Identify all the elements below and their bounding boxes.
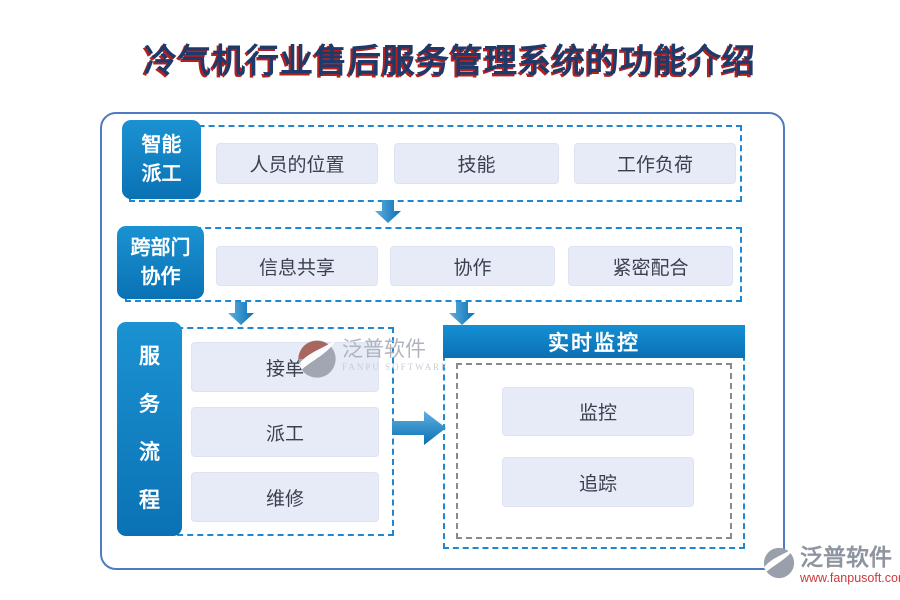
item-receive-order: 接单 <box>191 342 379 392</box>
item-personnel-location: 人员的位置 <box>216 143 378 184</box>
smart-dispatch-label-line2: 派工 <box>141 162 182 185</box>
watermark-center: 泛普软件 FANPU SOFTWARE <box>296 337 449 380</box>
service-flow-char3: 流 <box>139 440 160 464</box>
down-arrow-icon <box>375 200 401 223</box>
item-info-sharing: 信息共享 <box>216 246 378 286</box>
down-arrow-icon <box>449 302 475 325</box>
watermark-corner-name: 泛普软件 <box>800 545 892 570</box>
watermark-center-subtitle: FANPU SOFTWARE <box>342 362 449 373</box>
item-close-coordination: 紧密配合 <box>568 246 733 286</box>
watermark-corner-url: www.fanpusoft.com <box>800 571 900 586</box>
item-skill: 技能 <box>394 143 559 184</box>
item-workload: 工作负荷 <box>574 143 736 184</box>
down-arrow-icon <box>228 302 254 325</box>
smart-dispatch-label: 智能 派工 <box>122 120 201 199</box>
cross-dept-label-line2: 协作 <box>140 265 181 288</box>
smart-dispatch-label-line1: 智能 <box>141 133 182 156</box>
service-flow-char4: 程 <box>139 487 160 512</box>
service-flow-label: 服 务 流 程 <box>117 322 182 536</box>
monitoring-header: 实时监控 <box>443 325 745 358</box>
right-arrow-icon <box>392 411 446 445</box>
item-dispatch: 派工 <box>191 407 379 457</box>
service-flow-char2: 务 <box>139 392 160 417</box>
cross-dept-label-line1: 跨部门 <box>130 236 191 259</box>
item-repair: 维修 <box>191 472 379 522</box>
item-monitor: 监控 <box>502 387 694 436</box>
item-collaboration: 协作 <box>390 246 555 286</box>
item-track: 追踪 <box>502 457 694 507</box>
fanpu-logo-icon <box>298 339 337 378</box>
cross-dept-label: 跨部门 协作 <box>117 226 204 299</box>
watermark-center-name: 泛普软件 <box>342 337 426 361</box>
watermark-corner: 泛普软件 www.fanpusoft.com <box>762 545 900 586</box>
service-flow-char1: 服 <box>139 344 160 369</box>
page-title: 冷气机行业售后服务管理系统的功能介绍 <box>144 44 756 80</box>
fanpu-logo-icon <box>763 546 796 579</box>
